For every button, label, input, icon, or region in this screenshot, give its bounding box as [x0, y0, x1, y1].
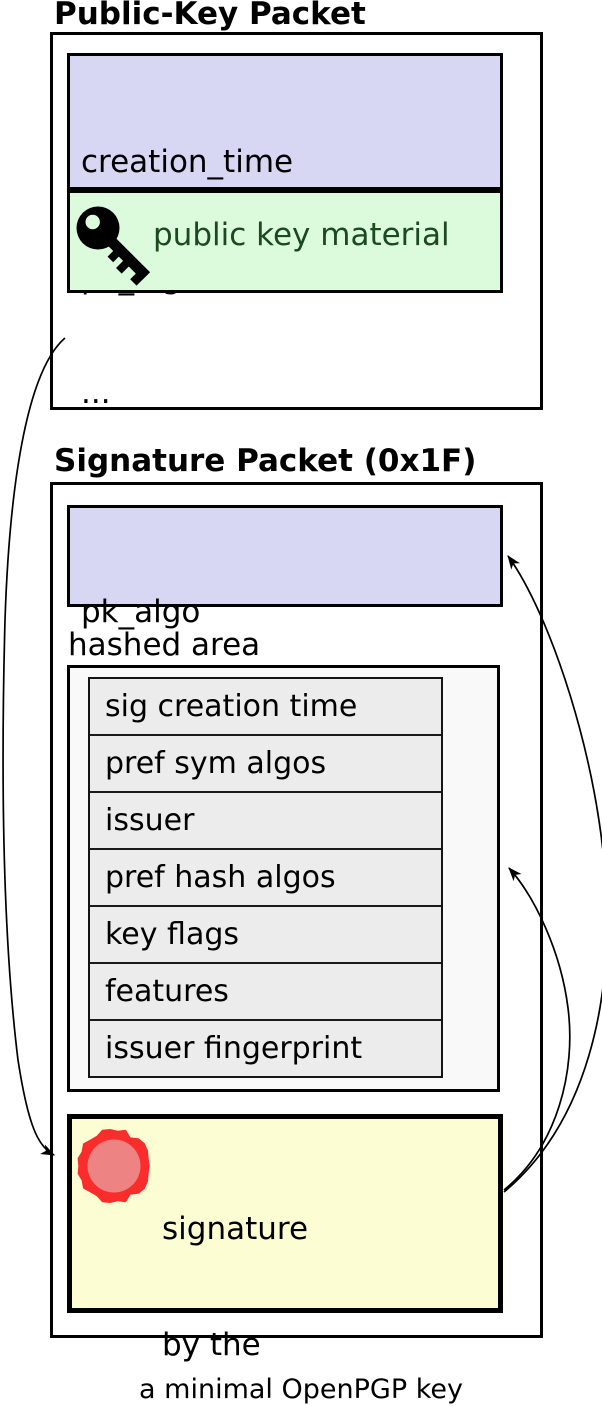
subpacket-list: sig creation time pref sym algos issuer …: [88, 677, 443, 1078]
subpacket-pref-sym-algos: pref sym algos: [90, 734, 441, 791]
subpacket-sig-creation-time: sig creation time: [105, 689, 358, 724]
diagram-caption: a minimal OpenPGP key: [139, 1374, 463, 1405]
signature-packet-title: Signature Packet (0x1F): [54, 443, 477, 479]
subpacket-issuer-fingerprint: issuer fingerprint: [90, 1019, 441, 1076]
public-key-packet-title: Public-Key Packet: [54, 0, 366, 32]
public-key-material-box: public key material: [67, 190, 503, 293]
field-pk-algo: pk_algo: [81, 594, 201, 630]
signature-line: by the: [162, 1326, 261, 1363]
public-key-fields-box: creation_time pk_algo ...: [67, 53, 503, 411]
public-key-packet-box: creation_time pk_algo ... public key mat…: [50, 32, 543, 411]
seal-icon: [77, 1129, 150, 1203]
signature-value-lines: signature by the private key material ov…: [162, 1132, 475, 1406]
subpacket-pref-hash-algos: pref hash algos: [90, 848, 441, 905]
field-creation-time: creation_time: [81, 144, 294, 180]
signature-line: signature: [162, 1210, 309, 1247]
signature-fields-box: pk_algo hash_algo: [67, 505, 503, 746]
seal-center: [87, 1139, 141, 1193]
subpacket-features: features: [90, 962, 441, 1019]
subpacket-issuer: issuer: [90, 791, 441, 848]
public-key-material-label: public key material: [153, 217, 450, 253]
subpacket-key-flags: key flags: [90, 905, 441, 962]
hashed-area-box: sig creation time pref sym algos issuer …: [67, 665, 500, 1092]
signature-packet-box: pk_algo hash_algo hashed area sig creati…: [50, 482, 543, 1363]
field-ellipsis: ...: [81, 375, 111, 411]
signature-value-box: signature by the private key material ov…: [67, 1114, 503, 1363]
key-icon: [76, 206, 150, 286]
hashed-area-label: hashed area: [68, 627, 261, 663]
